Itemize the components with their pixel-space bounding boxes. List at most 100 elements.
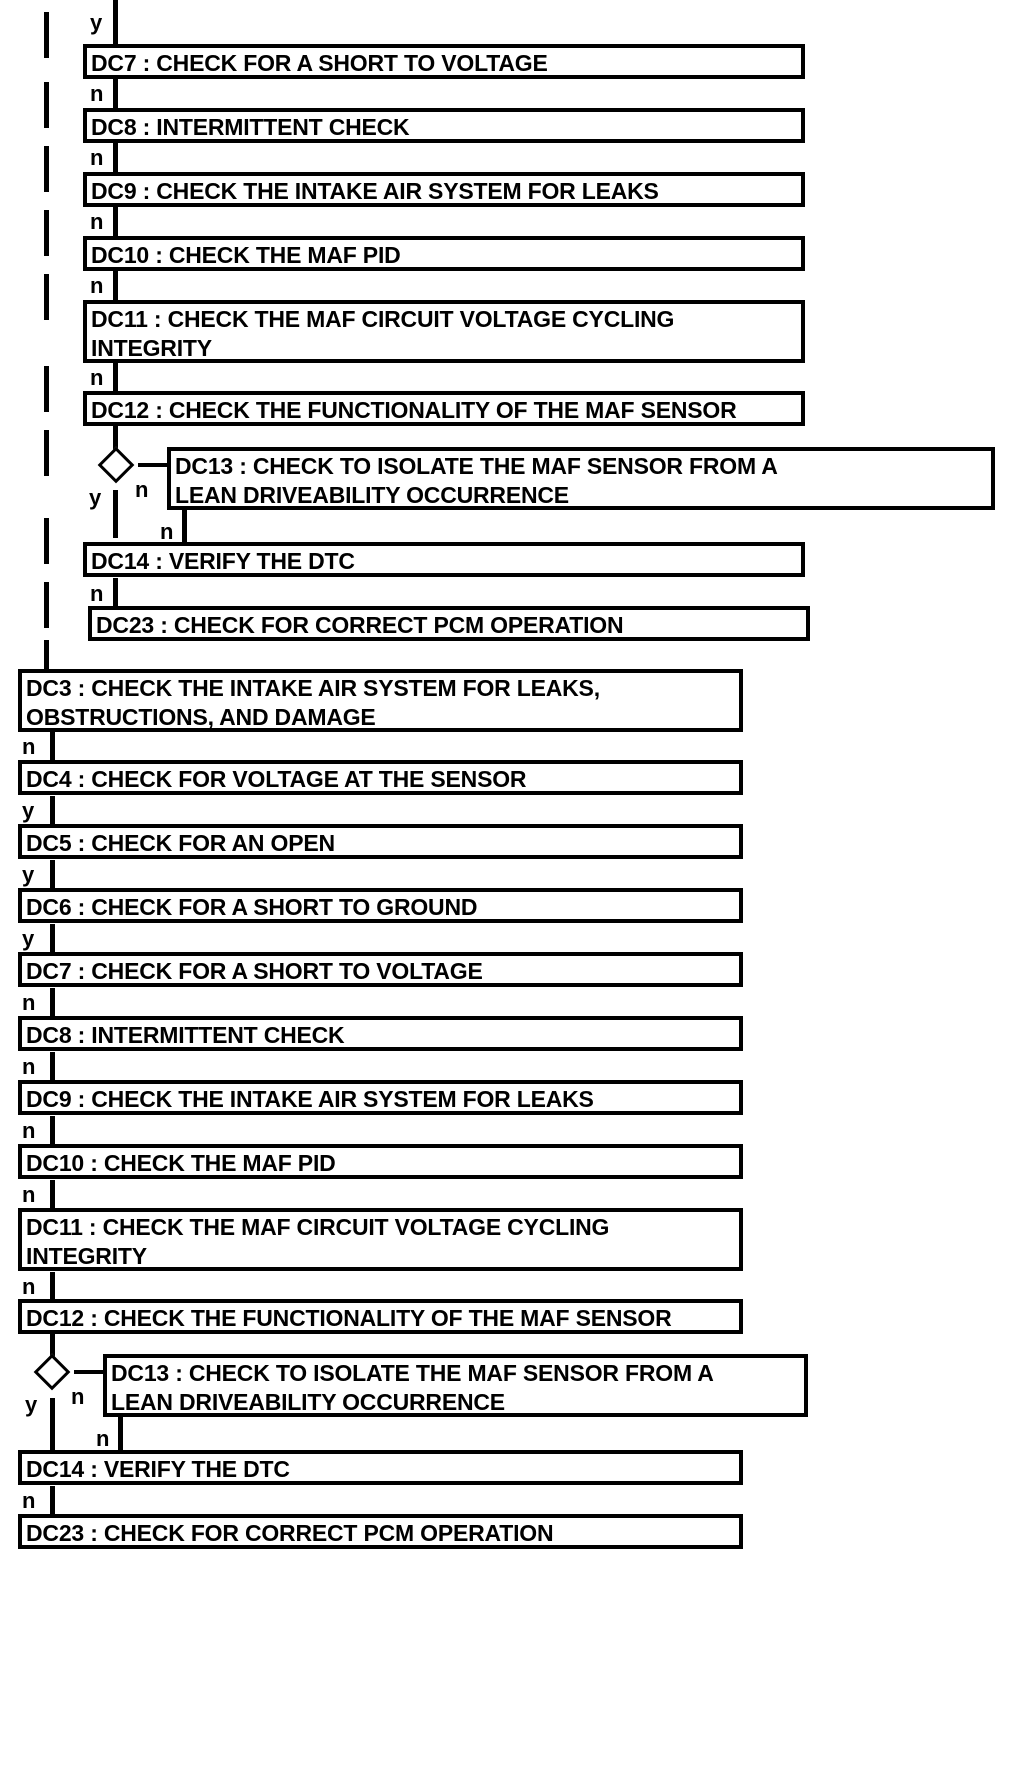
step-box-dc10[interactable]: DC10 : CHECK THE MAF PID	[83, 236, 805, 271]
decision-diamond[interactable]	[97, 446, 135, 484]
branch-label: n	[160, 519, 174, 544]
branch-label: n	[22, 990, 36, 1015]
flow-connector	[50, 732, 55, 772]
step-box-dc12[interactable]: DC12 : CHECK THE FUNCTIONALITY OF THE MA…	[18, 1299, 743, 1334]
flow-connector	[113, 490, 118, 538]
step-box-dc14[interactable]: DC14 : VERIFY THE DTC	[18, 1450, 743, 1485]
step-label: DC4 : CHECK FOR VOLTAGE AT THE SENSOR	[26, 766, 527, 792]
branch-label: y	[22, 798, 35, 823]
branch-label-no: n	[71, 1384, 85, 1409]
step-label: DC23 : CHECK FOR CORRECT PCM OPERATION	[26, 1520, 554, 1546]
branch-label: n	[90, 145, 104, 170]
margin-stub	[44, 210, 49, 256]
flow-connector	[113, 363, 118, 409]
step-label: DC10 : CHECK THE MAF PID	[91, 242, 401, 268]
step-label: DC13 : CHECK TO ISOLATE THE MAF SENSOR F…	[111, 1360, 714, 1415]
step-label: DC7 : CHECK FOR A SHORT TO VOLTAGE	[91, 50, 548, 76]
branch-label: n	[22, 1054, 36, 1079]
flow-connector	[113, 143, 118, 189]
step-label: DC12 : CHECK THE FUNCTIONALITY OF THE MA…	[26, 1305, 672, 1331]
flow-connector	[50, 860, 55, 904]
flow-connector	[50, 1052, 55, 1096]
step-label: DC10 : CHECK THE MAF PID	[26, 1150, 336, 1176]
margin-stub	[44, 12, 49, 58]
flow-connector	[50, 1272, 55, 1316]
flow-connector	[113, 578, 118, 624]
branch-label: n	[22, 1182, 36, 1207]
branch-label: y	[90, 10, 103, 35]
step-box-dc7[interactable]: DC7 : CHECK FOR A SHORT TO VOLTAGE	[18, 952, 743, 987]
branch-label: n	[90, 209, 104, 234]
flow-connector	[113, 425, 118, 465]
flow-connector	[113, 79, 118, 125]
step-box-dc6[interactable]: DC6 : CHECK FOR A SHORT TO GROUND	[18, 888, 743, 923]
branch-label: n	[90, 273, 104, 298]
step-label: DC14 : VERIFY THE DTC	[91, 548, 355, 574]
flow-connector	[113, 207, 118, 253]
decision-diamond[interactable]	[33, 1353, 71, 1391]
branch-label-yes: y	[25, 1392, 38, 1417]
branch-label: y	[22, 862, 35, 887]
step-label: DC5 : CHECK FOR AN OPEN	[26, 830, 335, 856]
step-box-dc9[interactable]: DC9 : CHECK THE INTAKE AIR SYSTEM FOR LE…	[83, 172, 805, 207]
margin-stub	[44, 274, 49, 320]
branch-label: n	[22, 1488, 36, 1513]
step-box-dc8[interactable]: DC8 : INTERMITTENT CHECK	[83, 108, 805, 143]
margin-stub	[44, 644, 49, 690]
margin-stub	[44, 430, 49, 476]
branch-label: n	[90, 81, 104, 106]
step-label: DC23 : CHECK FOR CORRECT PCM OPERATION	[96, 612, 624, 638]
step-box-dc5[interactable]: DC5 : CHECK FOR AN OPEN	[18, 824, 743, 859]
step-box-dc12[interactable]: DC12 : CHECK THE FUNCTIONALITY OF THE MA…	[83, 391, 805, 426]
step-label: DC7 : CHECK FOR A SHORT TO VOLTAGE	[26, 958, 483, 984]
step-box-dc7[interactable]: DC7 : CHECK FOR A SHORT TO VOLTAGE	[83, 44, 805, 79]
step-box-dc9[interactable]: DC9 : CHECK THE INTAKE AIR SYSTEM FOR LE…	[18, 1080, 743, 1115]
step-label: DC9 : CHECK THE INTAKE AIR SYSTEM FOR LE…	[26, 1086, 594, 1112]
margin-stub	[44, 146, 49, 192]
step-label: DC11 : CHECK THE MAF CIRCUIT VOLTAGE CYC…	[91, 306, 675, 361]
flow-connector	[50, 988, 55, 1032]
step-box-dc11[interactable]: DC11 : CHECK THE MAF CIRCUIT VOLTAGE CYC…	[18, 1208, 743, 1271]
branch-label: n	[22, 1118, 36, 1143]
step-label: DC14 : VERIFY THE DTC	[26, 1456, 290, 1482]
flow-connector	[50, 1116, 55, 1160]
flow-connector	[50, 796, 55, 840]
flow-connector	[118, 1415, 123, 1451]
step-box-dc23[interactable]: DC23 : CHECK FOR CORRECT PCM OPERATION	[88, 606, 810, 641]
margin-stub	[44, 82, 49, 128]
step-box-dc10[interactable]: DC10 : CHECK THE MAF PID	[18, 1144, 743, 1179]
branch-label: n	[90, 581, 104, 606]
flow-connector	[50, 1398, 55, 1452]
flow-connector	[50, 1486, 55, 1530]
step-box-dc4[interactable]: DC4 : CHECK FOR VOLTAGE AT THE SENSOR	[18, 760, 743, 795]
margin-stub	[44, 366, 49, 412]
branch-label-no: n	[135, 477, 149, 502]
step-label: DC8 : INTERMITTENT CHECK	[26, 1022, 345, 1048]
step-box-dc14[interactable]: DC14 : VERIFY THE DTC	[83, 542, 805, 577]
step-box-dc13[interactable]: DC13 : CHECK TO ISOLATE THE MAF SENSOR F…	[103, 1354, 808, 1417]
flow-connector	[50, 1180, 55, 1224]
step-box-dc8[interactable]: DC8 : INTERMITTENT CHECK	[18, 1016, 743, 1051]
branch-label: n	[22, 1274, 36, 1299]
margin-stub	[44, 518, 49, 564]
step-label: DC8 : INTERMITTENT CHECK	[91, 114, 410, 140]
step-box-dc23[interactable]: DC23 : CHECK FOR CORRECT PCM OPERATION	[18, 1514, 743, 1549]
decision-no-connector	[74, 1370, 106, 1374]
step-label: DC11 : CHECK THE MAF CIRCUIT VOLTAGE CYC…	[26, 1214, 610, 1269]
flow-connector	[50, 924, 55, 968]
step-label: DC6 : CHECK FOR A SHORT TO GROUND	[26, 894, 478, 920]
step-box-dc11[interactable]: DC11 : CHECK THE MAF CIRCUIT VOLTAGE CYC…	[83, 300, 805, 363]
flow-connector	[113, 0, 118, 44]
branch-label: n	[22, 734, 36, 759]
branch-label: y	[22, 926, 35, 951]
margin-stub	[44, 582, 49, 628]
step-label: DC13 : CHECK TO ISOLATE THE MAF SENSOR F…	[175, 453, 778, 508]
branch-label: n	[90, 365, 104, 390]
decision-no-connector	[138, 463, 170, 467]
step-box-dc13[interactable]: DC13 : CHECK TO ISOLATE THE MAF SENSOR F…	[167, 447, 995, 510]
branch-label-yes: y	[89, 485, 102, 510]
flow-connector	[182, 508, 187, 544]
step-box-dc3[interactable]: DC3 : CHECK THE INTAKE AIR SYSTEM FOR LE…	[18, 669, 743, 732]
step-label: DC9 : CHECK THE INTAKE AIR SYSTEM FOR LE…	[91, 178, 659, 204]
